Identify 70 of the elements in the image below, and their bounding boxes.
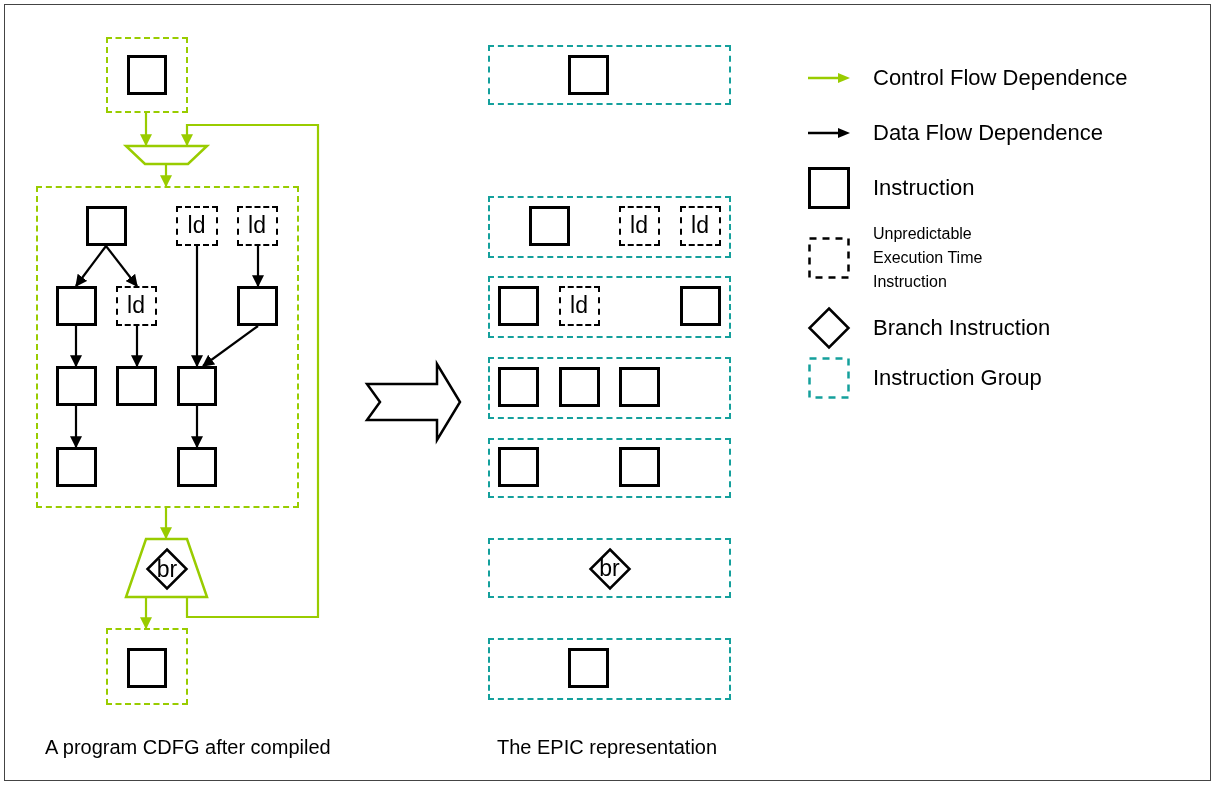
instruction-group (488, 196, 731, 258)
load-instruction-box (558, 285, 600, 326)
arrow (252, 246, 264, 288)
branch-label: br (156, 557, 178, 581)
instruction-group (488, 357, 731, 419)
branch-label: br (599, 557, 620, 580)
instruction-box (567, 647, 609, 688)
block-group (106, 628, 188, 705)
instruction-label: ld (187, 214, 206, 237)
loop-arrow (181, 123, 320, 619)
instruction-group (488, 538, 731, 598)
instruction-label: ld (570, 294, 588, 317)
arrow (160, 165, 172, 188)
caption: The EPIC representation (497, 736, 718, 759)
arrow (191, 406, 203, 449)
instruction-box (618, 366, 660, 407)
instruction-box (55, 365, 97, 406)
arrow (131, 326, 143, 368)
instruction-box (497, 366, 539, 407)
block-group (106, 37, 188, 113)
arrow (202, 325, 259, 367)
legend-label: Branch Instruction (873, 315, 1052, 341)
branch-block (125, 538, 208, 598)
arrow (70, 326, 82, 368)
arrow (105, 245, 138, 287)
arrow (140, 598, 152, 630)
arrow (191, 246, 203, 368)
instruction-box (497, 446, 539, 487)
instruction-group (488, 276, 731, 338)
instruction-box (497, 285, 539, 326)
instruction-box (176, 365, 217, 406)
merge-trapezoid (125, 145, 208, 165)
arrow (70, 406, 82, 449)
instruction-box (528, 205, 570, 246)
instruction-box (85, 205, 127, 246)
branch-diamond (588, 547, 631, 590)
instruction-box (55, 446, 97, 487)
legend-label: Instruction (873, 175, 976, 201)
load-instruction-box (236, 205, 278, 246)
instruction-label: ld (691, 214, 709, 237)
arrow (140, 113, 152, 147)
load-instruction-box (115, 285, 157, 326)
branch-diamond (146, 548, 188, 590)
instruction-label: ld (127, 294, 145, 317)
load-instruction-box (679, 205, 721, 246)
instruction-box (236, 285, 278, 326)
arrow (75, 245, 107, 287)
instruction-box (55, 285, 97, 326)
instruction-group (488, 438, 731, 498)
legend-label: Instruction Group (873, 365, 1043, 391)
instruction-box (558, 366, 600, 407)
instruction-label: ld (248, 214, 266, 237)
load-instruction-box (175, 205, 218, 246)
instruction-group (488, 45, 731, 105)
load-instruction-box (618, 205, 660, 246)
instruction-box (115, 365, 157, 406)
legend-label: Data Flow Dependence (873, 120, 1104, 146)
instruction-box (126, 647, 167, 688)
instruction-box (176, 446, 217, 487)
instruction-group (488, 638, 731, 700)
instruction-box (679, 285, 721, 326)
instruction-box (126, 54, 167, 95)
instruction-box (567, 54, 609, 95)
legend-label: Control Flow Dependence (873, 65, 1129, 91)
arrow (160, 508, 172, 540)
caption: A program CDFG after compiled (45, 736, 331, 759)
block-group (36, 186, 299, 508)
instruction-box (618, 446, 660, 487)
legend-label: Unpredictable Execution Time Instruction (873, 224, 984, 292)
instruction-label: ld (630, 214, 648, 237)
